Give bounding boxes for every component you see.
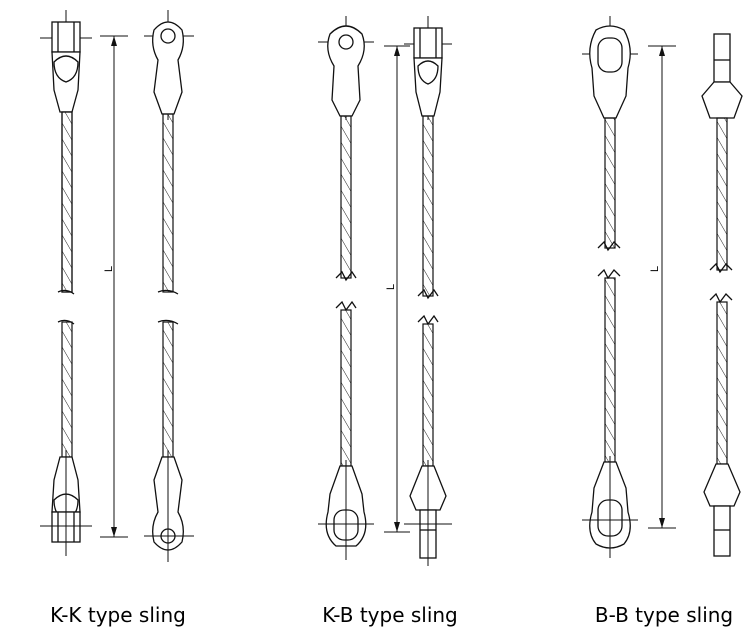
kb-dimension-line: L: [384, 45, 410, 533]
kk-front-view: [40, 10, 92, 556]
bb-front-view: [582, 16, 638, 558]
bb-sling-group: L B-B type sling: [582, 16, 743, 627]
bb-side-view: [701, 33, 743, 557]
kk-dimension-label: L: [103, 266, 115, 272]
kb-front-view: [318, 16, 374, 560]
kk-sling-group: L K-K type sling: [40, 10, 194, 627]
bb-caption: B-B type sling: [595, 603, 733, 627]
kb-side-view: [404, 16, 452, 566]
kk-side-view: [144, 10, 194, 562]
kb-caption: K-B type sling: [322, 603, 458, 627]
kb-sling-group: L K-B type sling: [318, 16, 458, 627]
kk-dimension-line: L: [100, 35, 128, 538]
kb-dimension-label: L: [385, 284, 397, 290]
bb-dimension-label: L: [649, 266, 661, 272]
bb-dimension-line: L: [648, 45, 676, 529]
kk-caption: K-K type sling: [50, 603, 186, 627]
